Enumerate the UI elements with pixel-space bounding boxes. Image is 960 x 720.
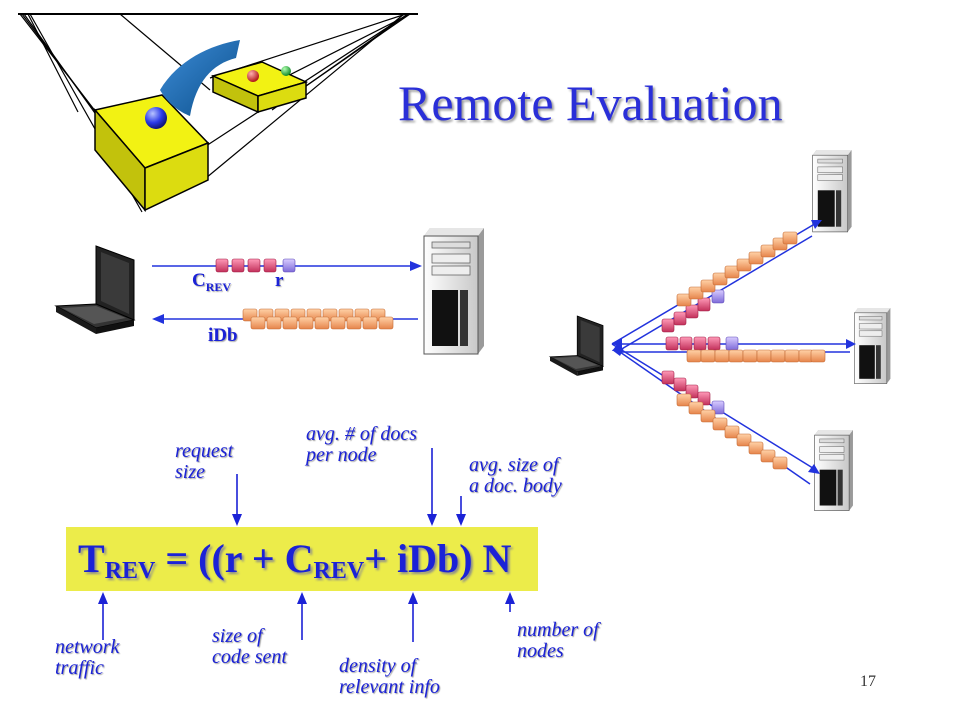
formula-part2: + iDb) N <box>364 536 512 581</box>
slide-title: Remote Evaluation <box>398 75 783 131</box>
formula-code-subscript: REV <box>313 558 365 584</box>
middle-link-packets <box>665 336 826 363</box>
note-line: avg. size of <box>469 454 559 476</box>
annotation-arrows <box>98 448 515 642</box>
client-laptop-small-icon <box>549 315 604 377</box>
node-server-middle-icon <box>854 307 891 384</box>
note-line: size of <box>212 625 263 647</box>
note-line: density of <box>339 655 417 677</box>
code-label-subscript: REV <box>205 279 232 294</box>
formula-lhs-subscript: REV <box>104 558 156 584</box>
upper-link-packets <box>661 231 798 333</box>
code-label-text: C <box>192 270 206 291</box>
server-icon <box>423 227 485 355</box>
node-server-top-icon <box>812 149 852 233</box>
note-line: network <box>55 636 120 658</box>
avg-doc-size-note: avg. size of a doc. body <box>469 455 562 497</box>
note-line: request <box>175 440 234 462</box>
multi-node-diagram <box>549 149 891 511</box>
note-line: avg. # of docs <box>306 423 418 445</box>
note-line: code sent <box>212 646 287 668</box>
nodes-note: number of nodes <box>517 620 599 662</box>
client-server-diagram <box>55 227 485 355</box>
result-packets <box>242 308 394 330</box>
code-size-note: size of code sent <box>212 626 287 668</box>
network-traffic-note: network traffic <box>55 637 119 679</box>
note-line: number of <box>517 619 599 641</box>
lower-link-packets <box>661 370 788 470</box>
request-label: r <box>275 270 284 291</box>
note-line: relevant info <box>339 676 440 698</box>
note-line: per node <box>306 444 377 466</box>
density-note: density of relevant info <box>339 656 440 698</box>
avg-docs-note: avg. # of docs per node <box>306 424 417 466</box>
page-number: 17 <box>860 673 876 690</box>
result-label: iDb <box>208 325 238 346</box>
note-line: traffic <box>55 657 104 679</box>
formula-part1: = ((r + C <box>155 536 314 581</box>
formula-highlight <box>66 527 538 591</box>
formula-lhs: T <box>78 536 105 581</box>
note-line: a doc. body <box>469 475 562 497</box>
cost-formula: TREV = ((r + CREV+ iDb) N <box>78 536 512 584</box>
node-server-bottom-icon <box>814 429 854 511</box>
request-size-note: request size <box>175 441 233 483</box>
perspective-illustration <box>18 13 418 213</box>
note-line: size <box>175 461 205 483</box>
client-laptop-icon <box>55 245 135 335</box>
note-line: nodes <box>517 640 564 662</box>
code-label: CREV <box>192 271 231 293</box>
